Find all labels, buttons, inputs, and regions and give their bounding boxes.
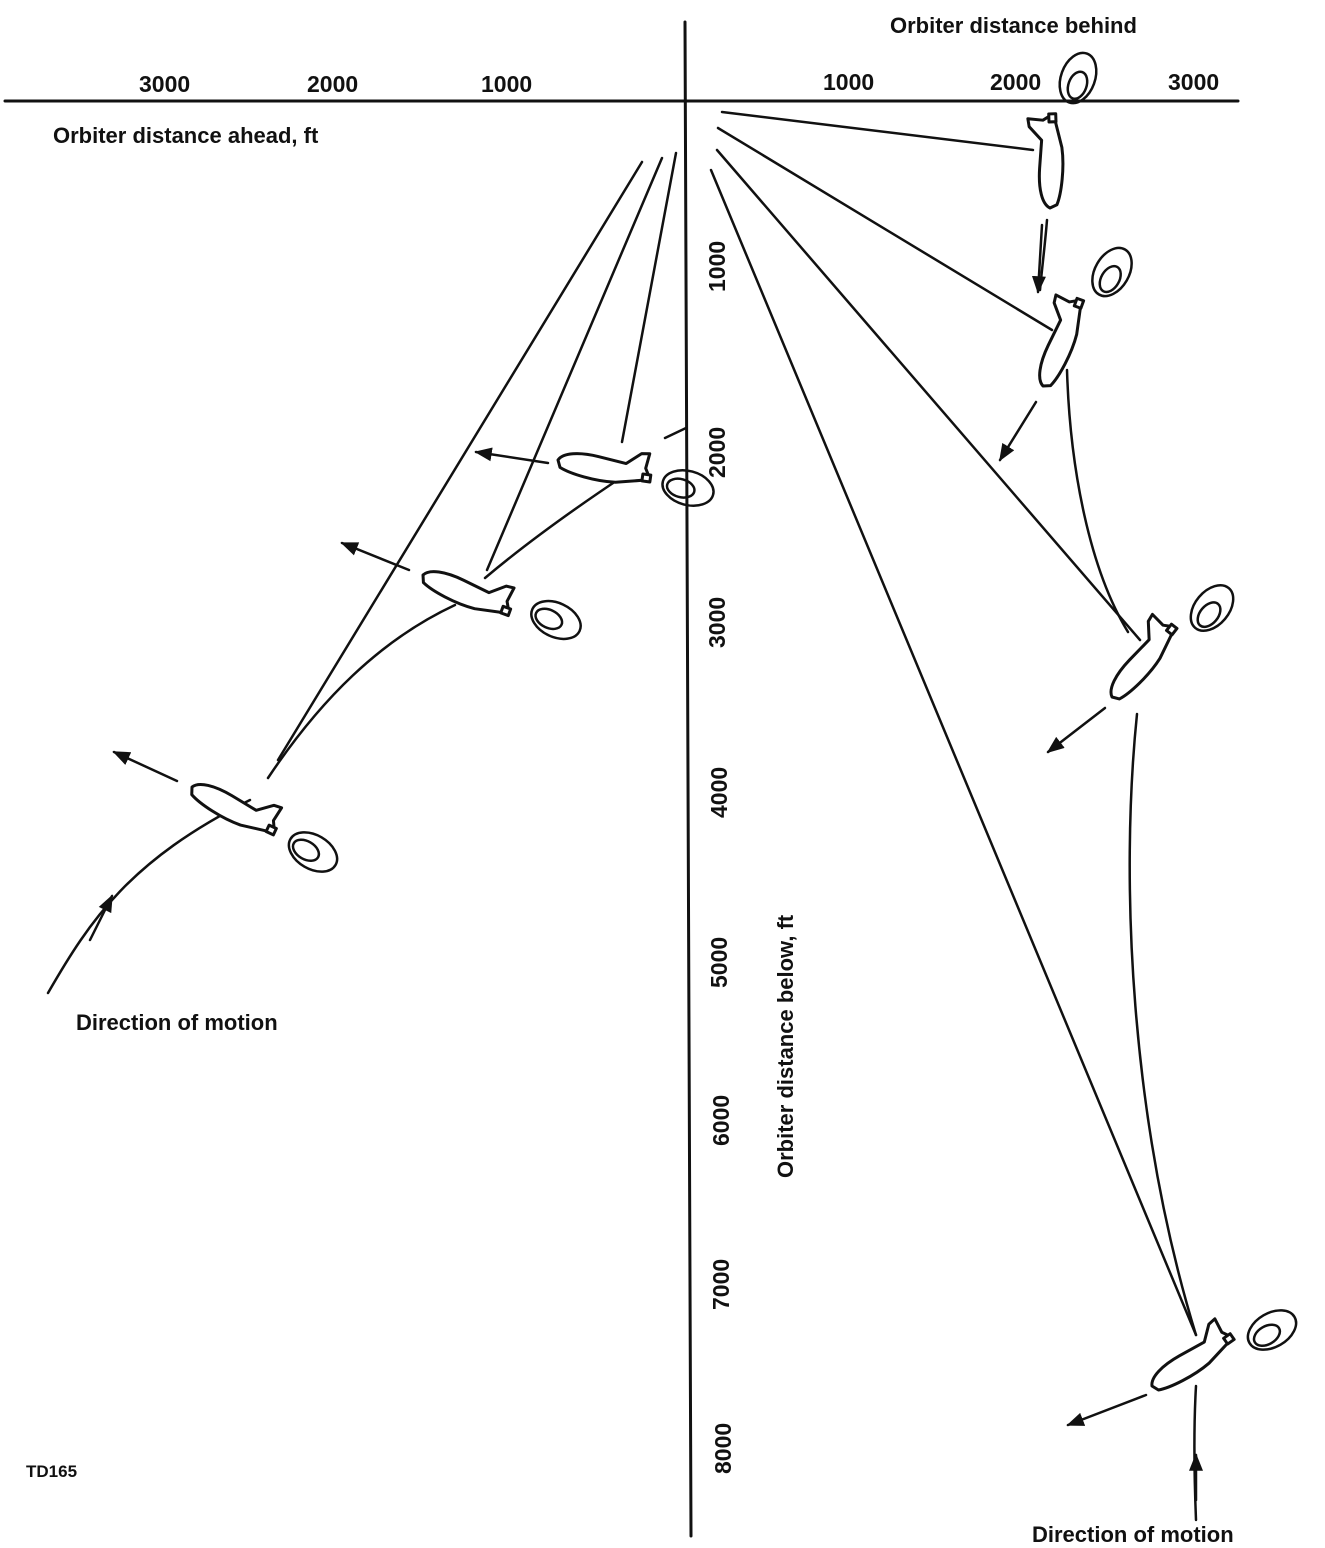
- behind-axis-title: Orbiter distance behind: [890, 13, 1137, 38]
- right-sight-lines: [709, 110, 1198, 1337]
- below-tick-8000: 8000: [710, 1423, 736, 1474]
- left-motion-arrow: [88, 894, 114, 942]
- below-tick-7000: 7000: [708, 1259, 734, 1310]
- below-axis-title: Orbiter distance below, ft: [773, 914, 798, 1178]
- right-dish-2: [1083, 239, 1141, 305]
- left-orbiter-2: [416, 555, 520, 623]
- ahead-axis-title: Orbiter distance ahead, ft: [53, 123, 319, 148]
- right-orbiter-1: [1026, 112, 1067, 211]
- right-orbiter-4: [1139, 1315, 1239, 1400]
- left-orbiter-3: [554, 439, 656, 489]
- right-velocity-arrow-3: [1046, 706, 1107, 754]
- below-tick-1000: 1000: [704, 241, 730, 292]
- right-direction-of-motion: Direction of motion: [1032, 1522, 1234, 1547]
- behind-tick-2000: 2000: [990, 69, 1041, 95]
- left-trajectory-curve: [46, 475, 624, 995]
- below-tick-5000: 5000: [706, 937, 732, 988]
- right-velocity-arrow-1: [1031, 223, 1046, 294]
- below-tick-6000: 6000: [708, 1095, 734, 1146]
- axes: [3, 20, 1240, 1538]
- behind-tick-3000: 3000: [1168, 69, 1219, 95]
- right-orbiter-2: [1023, 289, 1091, 393]
- right-dish-1: [1051, 46, 1105, 110]
- horizontal-tick-labels: 3000 2000 1000 1000 2000 3000: [139, 69, 1219, 97]
- left-dish-2: [524, 592, 588, 648]
- behind-tick-1000: 1000: [823, 69, 874, 95]
- left-direction-of-motion: Direction of motion: [76, 1010, 278, 1035]
- vertical-tick-labels: 1000 2000 3000 4000 5000 6000 7000 8000: [704, 241, 736, 1474]
- ahead-tick-1000: 1000: [481, 71, 532, 97]
- left-orbiter-1: [184, 768, 287, 842]
- vertical-axis: [683, 20, 693, 1538]
- right-velocity-arrow-4: [1066, 1393, 1148, 1427]
- left-dish-1: [280, 823, 346, 881]
- right-velocity-arrow-2: [998, 400, 1038, 462]
- left-sight-lines: [276, 151, 678, 762]
- left-velocity-arrow-3: [474, 447, 550, 465]
- ahead-tick-2000: 2000: [307, 71, 358, 97]
- below-tick-2000: 2000: [704, 427, 730, 478]
- left-velocity-arrow-2: [340, 541, 411, 572]
- figure-id: TD165: [26, 1462, 77, 1481]
- right-dish-4: [1239, 1301, 1305, 1359]
- right-orbiter-3: [1095, 609, 1183, 708]
- below-tick-3000: 3000: [704, 597, 730, 648]
- below-tick-4000: 4000: [706, 767, 732, 818]
- left-velocity-arrow-1: [112, 750, 179, 783]
- ahead-tick-3000: 3000: [139, 71, 190, 97]
- right-trajectory-curve: [1038, 218, 1198, 1522]
- right-dish-3: [1181, 575, 1243, 641]
